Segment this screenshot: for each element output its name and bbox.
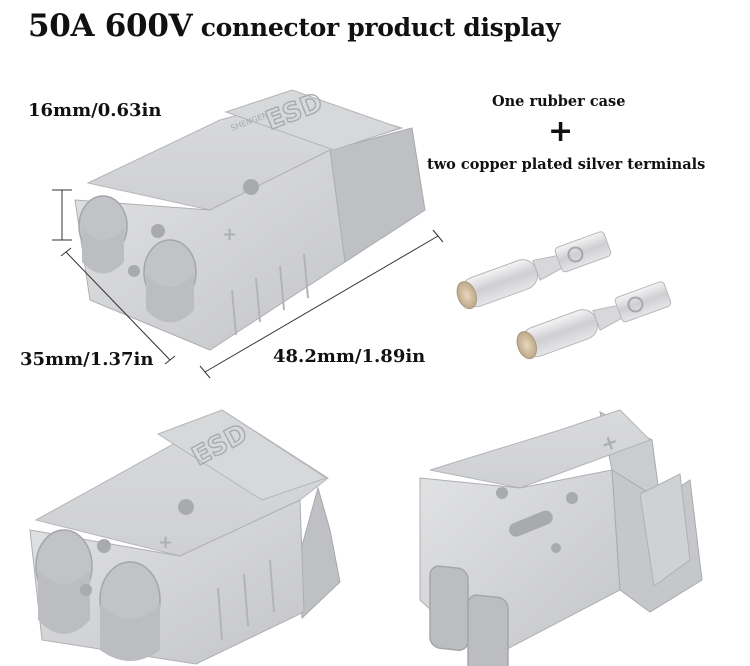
height-dimension-line	[52, 189, 72, 241]
connector-side-view: +	[419, 409, 703, 666]
connector-front-view: + SHENGEN ESD	[74, 87, 426, 351]
page-title: 50A 600V connector product display	[28, 8, 560, 44]
contents-line-case: One rubber case	[492, 93, 626, 110]
dimension-lines	[52, 189, 444, 379]
terminal-lower	[516, 281, 672, 360]
length-dimension-line	[199, 229, 444, 379]
polarity-plus-mark-3: +	[598, 428, 622, 456]
connector-angled-view: + ESD	[29, 409, 341, 665]
title-rating: 50A 600V	[28, 8, 193, 44]
title-subtitle: connector product display	[192, 13, 561, 42]
contents-plus-icon: +	[548, 114, 574, 149]
polarity-plus-mark: +	[222, 224, 237, 245]
height-dimension-label: 16mm/0.63in	[28, 100, 162, 121]
length-dimension-label: 48.2mm/1.89in	[273, 346, 426, 367]
width-dimension-line	[60, 247, 176, 365]
contents-line-terminals: two copper plated silver terminals	[427, 156, 706, 173]
width-dimension-label: 35mm/1.37in	[20, 349, 154, 370]
polarity-plus-mark-2: +	[158, 532, 173, 553]
terminal-upper	[456, 231, 612, 310]
